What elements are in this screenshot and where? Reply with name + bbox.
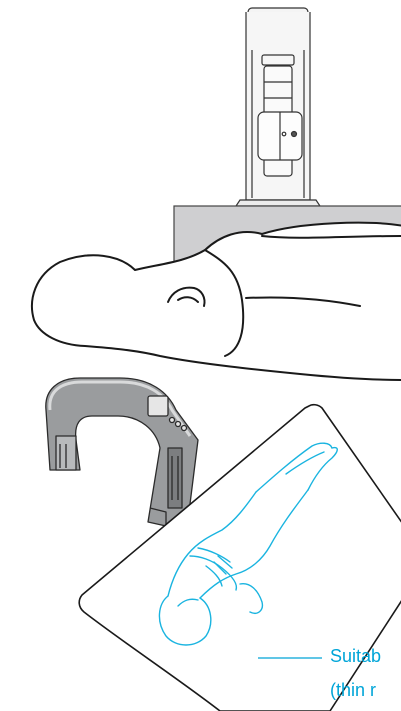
reclining-person-icon [32, 223, 401, 380]
callout-label-line1: Suitab [330, 647, 381, 665]
portable-arch-device-icon [46, 378, 198, 526]
callout-label-line2: (thin r [330, 681, 376, 699]
tower-device-icon [236, 8, 320, 206]
